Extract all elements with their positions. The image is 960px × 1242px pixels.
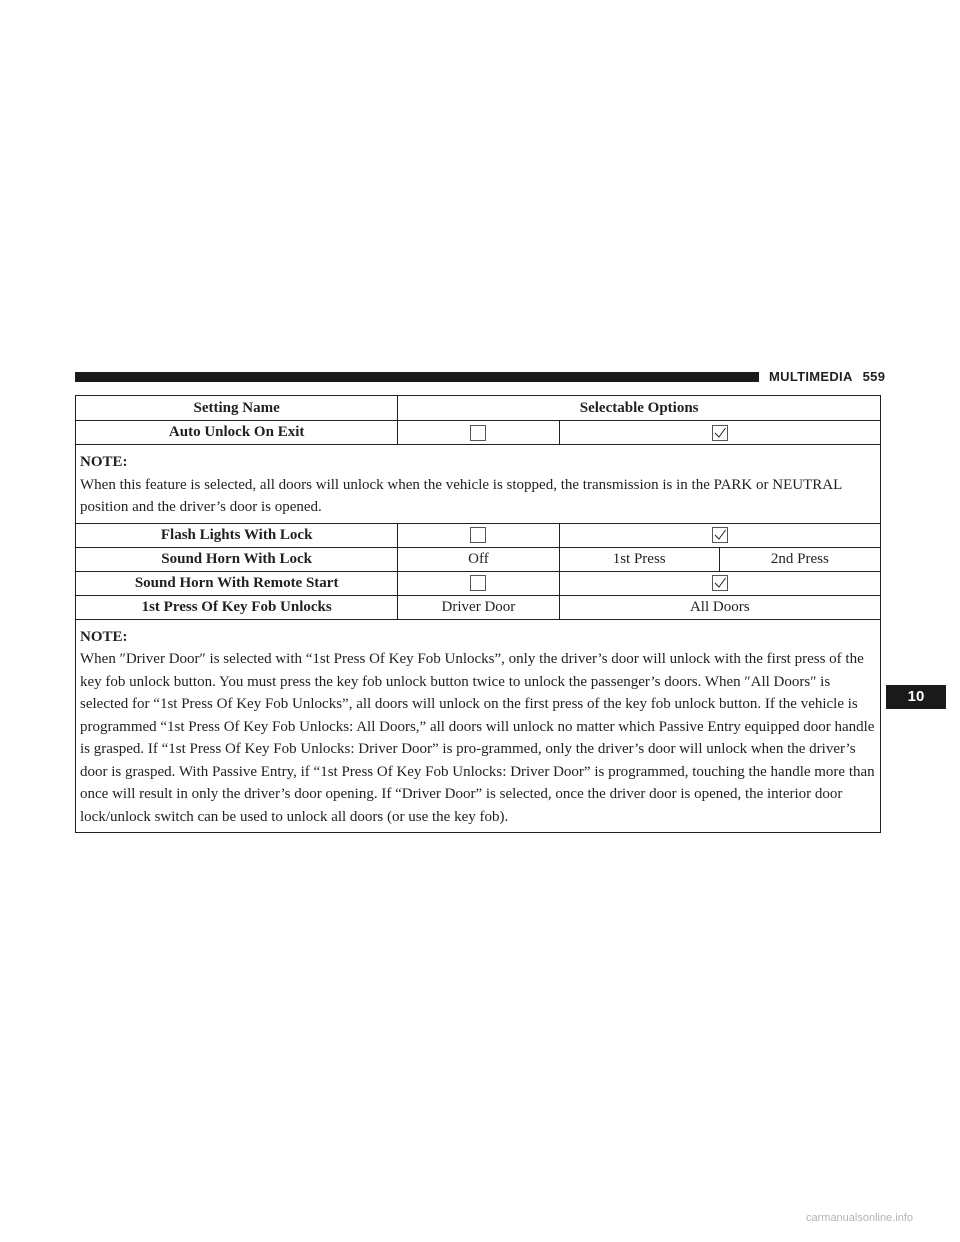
option-cell — [558, 420, 882, 445]
setting-name: Sound Horn With Remote Start — [74, 570, 399, 596]
checkbox-checked-icon — [711, 424, 728, 441]
section-title: MULTIMEDIA — [769, 369, 853, 384]
setting-name: 1st Press Of Key Fob Unlocks — [74, 594, 399, 620]
watermark: carmanualsonline.info — [806, 1212, 914, 1224]
checkbox-checked-icon — [711, 527, 728, 544]
checkbox-empty-icon — [470, 527, 487, 544]
option-cell: 2nd Press — [718, 546, 882, 572]
setting-name: Flash Lights With Lock — [74, 522, 399, 548]
setting-name: Auto Unlock On Exit — [74, 420, 399, 445]
chapter-tab: 10 — [886, 685, 946, 709]
note-label: NOTE: — [80, 628, 128, 645]
table-row: Auto Unlock On Exit — [74, 420, 882, 445]
table-row: 1st Press Of Key Fob Unlocks Driver Door… — [74, 594, 882, 620]
option-cell — [397, 420, 560, 445]
option-cell — [558, 522, 882, 548]
header-rule — [75, 372, 759, 382]
header-setting-name: Setting Name — [74, 395, 399, 421]
setting-name: Sound Horn With Lock — [74, 546, 399, 572]
table-header-row: Setting Name Selectable Options — [74, 395, 881, 421]
settings-table: Setting Name Selectable Options Auto Unl… — [74, 395, 882, 833]
option-cell: All Doors — [558, 594, 882, 620]
running-header: MULTIMEDIA 559 — [769, 369, 885, 384]
note-text: When this feature is selected, all doors… — [80, 476, 842, 516]
note-cell: NOTE: When this feature is selected, all… — [75, 444, 881, 524]
option-cell: 1st Press — [558, 546, 720, 572]
note-row: NOTE: When ″Driver Door″ is selected wit… — [75, 618, 881, 833]
checkbox-empty-icon — [470, 424, 487, 441]
checkbox-checked-icon — [711, 575, 728, 592]
option-cell: Driver Door — [397, 594, 560, 620]
option-cell: Off — [397, 546, 560, 572]
note-cell: NOTE: When ″Driver Door″ is selected wit… — [75, 618, 881, 833]
table-row: Sound Horn With Lock Off 1st Press 2nd P… — [74, 546, 882, 572]
option-cell — [397, 522, 560, 548]
option-cell — [397, 570, 560, 596]
option-cell — [558, 570, 882, 596]
table-row: Flash Lights With Lock — [74, 522, 882, 548]
note-row: NOTE: When this feature is selected, all… — [75, 444, 881, 524]
checkbox-empty-icon — [470, 575, 487, 592]
note-label: NOTE: — [80, 454, 128, 470]
page-number: 559 — [862, 369, 886, 384]
note-text: When ″Driver Door″ is selected with “1st… — [80, 651, 875, 825]
table-row: Sound Horn With Remote Start — [74, 570, 882, 596]
header-selectable-options: Selectable Options — [397, 395, 881, 421]
